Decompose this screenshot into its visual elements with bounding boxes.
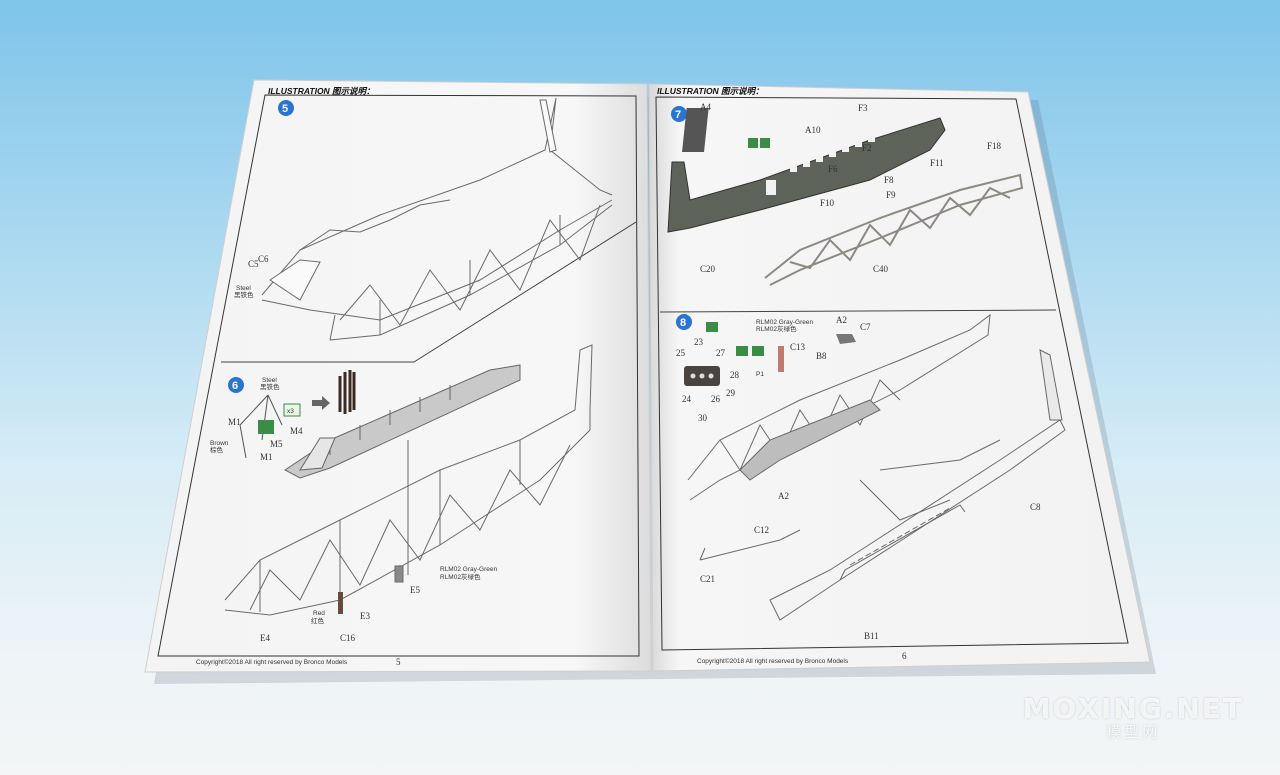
step8-fuselage-drawing xyxy=(687,313,1066,621)
step5-fuselage-drawing xyxy=(261,97,613,341)
step6-steel-cn: 黑铁色 xyxy=(260,382,280,391)
step7-part-c20: C20 xyxy=(700,264,716,274)
step6-cabin-floor-drawing xyxy=(284,364,521,479)
step5-paint-en: Steel xyxy=(236,285,251,292)
step6-red-part xyxy=(338,592,343,614)
right-footer: Copyright©2018 All right reserved by Bro… xyxy=(697,657,849,665)
svg-text:P1: P1 xyxy=(756,371,764,378)
watermark-title: MOXING.NET xyxy=(1022,692,1244,725)
watermark: MOXING.NET 模型网 xyxy=(1022,692,1244,742)
step6-part-m1a: M1 xyxy=(228,417,241,427)
step5-label-c5: C5 xyxy=(248,259,259,269)
step5-paint-cn: 黑铁色 xyxy=(234,290,254,299)
step6-part-m5: M5 xyxy=(270,439,283,449)
step6-part-e3: E3 xyxy=(360,611,370,621)
step7-badge xyxy=(671,106,687,122)
step6-arrow-icon xyxy=(312,396,330,410)
step8-number: 8 xyxy=(680,317,686,329)
svg-text:26: 26 xyxy=(711,394,721,404)
step6-brown-cn: 棕色 xyxy=(210,445,224,454)
step5-label-c6: C6 xyxy=(258,254,269,264)
step5-number: 5 xyxy=(282,103,288,115)
step8-parts-labels: A2 C7 B8 C13 P1 25 23 27 28 26 24 29 30 … xyxy=(676,315,1041,641)
step7-part-f2: F2 xyxy=(862,143,872,153)
svg-text:27: 27 xyxy=(716,348,726,358)
step6-part-e4: E4 xyxy=(260,633,270,643)
step7-truss-drawing xyxy=(764,173,1024,286)
step7-part-f10: F10 xyxy=(820,198,835,208)
svg-text:C12: C12 xyxy=(754,525,769,535)
svg-text:C7: C7 xyxy=(860,322,871,332)
svg-text:29: 29 xyxy=(726,388,736,398)
step6-badge xyxy=(228,377,244,393)
svg-text:C21: C21 xyxy=(700,574,715,584)
svg-text:A2: A2 xyxy=(778,491,789,501)
watermark-subtitle: 模型网 xyxy=(1106,723,1161,741)
left-header: ILLUSTRATION 图示说明： xyxy=(268,86,375,96)
left-page-number: 5 xyxy=(396,657,401,667)
step6-red-cn: 红色 xyxy=(311,616,325,625)
step6-multiplier-box xyxy=(283,403,301,417)
step8-badge xyxy=(676,314,692,330)
svg-text:A2: A2 xyxy=(836,315,847,325)
step7-part-f9: F9 xyxy=(886,190,896,200)
svg-text:B11: B11 xyxy=(864,631,879,641)
step6-seat-parts-drawing xyxy=(338,370,356,414)
step6-number: 6 xyxy=(232,380,238,392)
step6-red-en: Red xyxy=(313,610,325,617)
step8-rlm-cn: RLM02灰绿色 xyxy=(756,324,797,333)
step7-fuselage-side-drawing xyxy=(667,108,946,233)
step7-part-f18: F18 xyxy=(987,141,1002,151)
step7-part-f8: F8 xyxy=(884,175,894,185)
svg-text:30: 30 xyxy=(698,413,708,423)
step6-rlm-en: RLM02 Gray-Green xyxy=(440,566,497,573)
step6-part-m1b: M1 xyxy=(260,452,273,462)
step7-part-c40: C40 xyxy=(873,264,889,274)
right-page: ILLUSTRATION 图示说明： 7 A4 A10 F3 F2 F6 F xyxy=(648,83,1151,672)
step6-rlm-cn: RLM02灰绿色 xyxy=(440,572,481,581)
right-header: ILLUSTRATION 图示说明： xyxy=(657,86,764,96)
step6-fuselage-drawing xyxy=(224,344,593,616)
step8-rlm-en: RLM02 Gray-Green xyxy=(756,319,813,326)
step6-brown-en: Brown xyxy=(210,440,229,447)
step7-part-f11: F11 xyxy=(930,158,944,168)
svg-text:28: 28 xyxy=(730,370,740,380)
left-footer: Copyright©2018 All right reserved by Bro… xyxy=(196,658,348,666)
svg-text:C13: C13 xyxy=(790,342,806,352)
step7-part-f6: F6 xyxy=(828,164,838,174)
svg-text:23: 23 xyxy=(694,337,704,347)
step7-part-a4: A4 xyxy=(700,102,711,112)
step6-part-c16: C16 xyxy=(340,633,356,643)
svg-text:C8: C8 xyxy=(1030,502,1041,512)
step8-instrument-panel-drawing xyxy=(684,322,856,386)
step6-parts-tree-drawing xyxy=(239,394,283,459)
step6-part-m4: M4 xyxy=(290,426,303,436)
step6-part-e5: E5 xyxy=(410,585,420,595)
step6-multiplier: x3 xyxy=(287,408,294,415)
step6-steel-en: Steel xyxy=(262,377,277,384)
right-page-number: 6 xyxy=(902,651,907,661)
step7-part-a10: A10 xyxy=(805,125,821,135)
step7-part-f3: F3 xyxy=(858,103,868,113)
svg-text:B8: B8 xyxy=(816,351,827,361)
step5-badge xyxy=(278,100,294,116)
left-page: ILLUSTRATION 图示说明： 5 C5 C6 Steel 黑铁色 6 S… xyxy=(144,79,652,673)
step7-number: 7 xyxy=(675,109,681,121)
svg-text:24: 24 xyxy=(682,394,692,404)
svg-text:25: 25 xyxy=(676,348,686,358)
